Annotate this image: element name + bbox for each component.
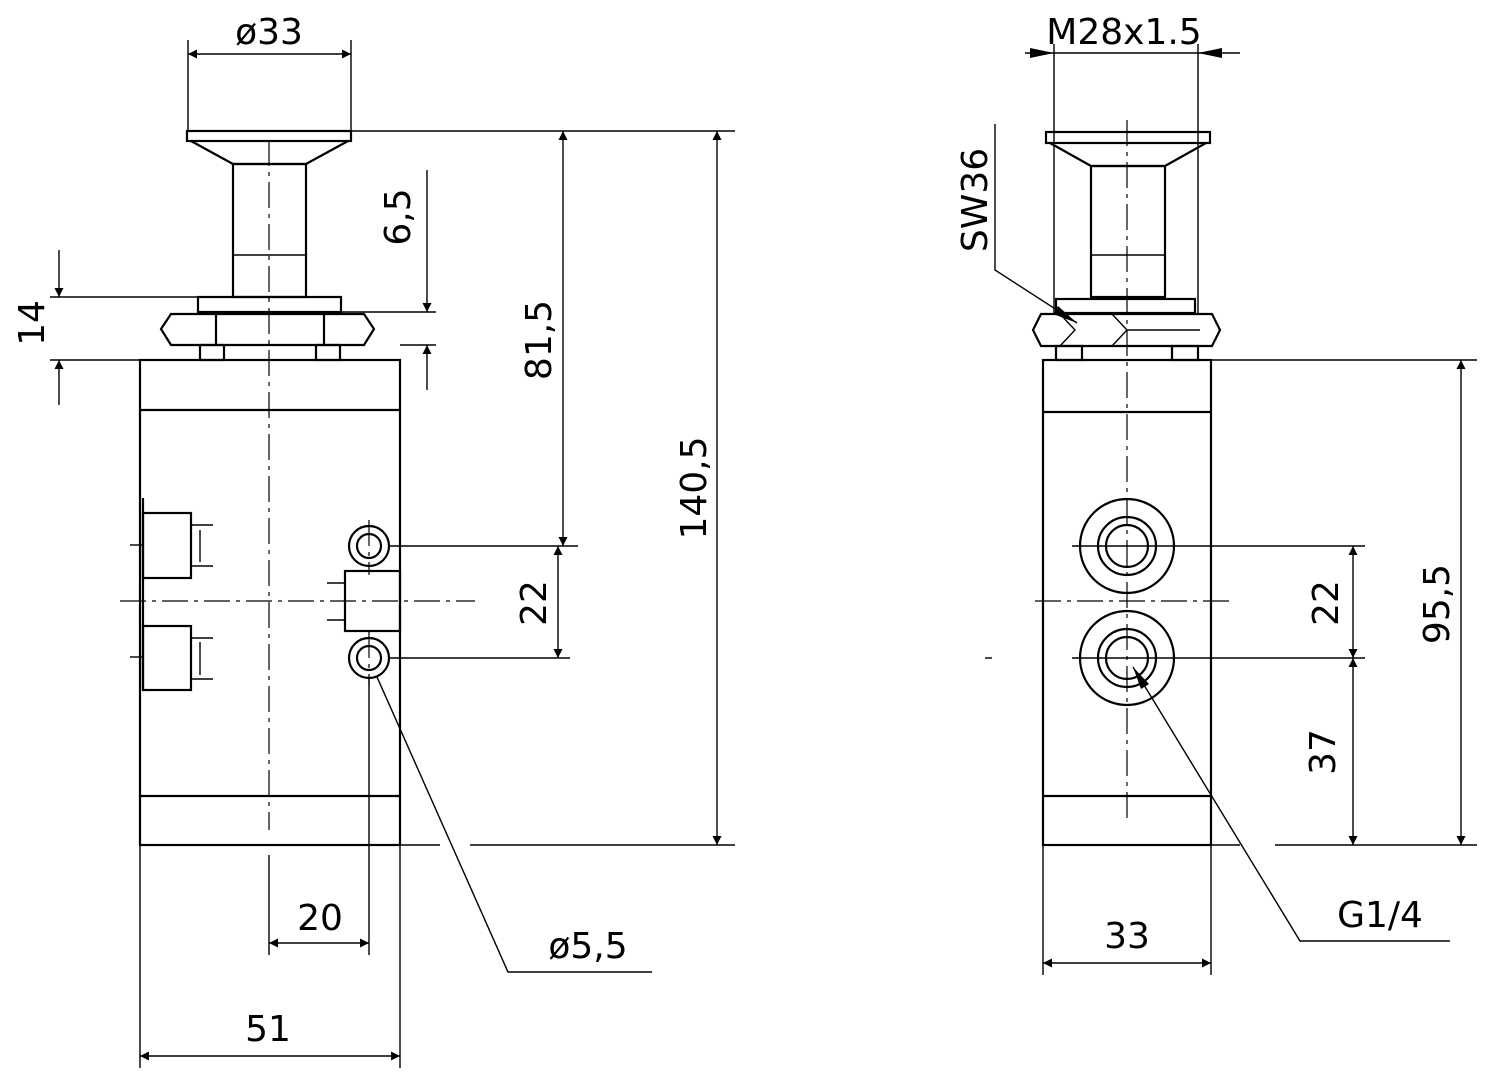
side-view: M28x1.5 SW36 22 37 95,5 G1/4 [955,12,1477,975]
side-hex-nut [1031,297,1222,362]
dim-port-spacing: 22 [389,546,570,659]
hole-diameter-label: ø5,5 [548,926,627,967]
dim-side-body-width: 33 [1042,845,1212,975]
side-push-button [1044,130,1212,299]
wrench-size-label: SW36 [955,148,996,252]
side-port-spacing-label: 22 [1306,580,1347,626]
dim-side-port-spacing: 22 [1306,546,1358,658]
port-height-label: 37 [1303,729,1344,775]
dim-overall-height: 140,5 [400,131,735,846]
front-view: ø33 14 6,5 81,5 140,5 [12,12,735,1068]
nut-height-label: 14 [12,300,53,346]
mount-offset-label: 20 [297,898,343,939]
side-center-lines [985,120,1365,820]
dim-body-width: 51 [139,845,401,1068]
valve-body [138,358,402,847]
stroke-label: 6,5 [378,188,419,245]
center-lines [120,140,475,830]
hex-nut [159,295,376,362]
cap-diameter-label: ø33 [235,12,303,53]
dim-cap-diameter: ø33 [187,12,352,131]
dim-mount-offset: 20 [268,678,370,955]
dim-stroke: 6,5 [341,170,436,390]
side-body-width-label: 33 [1104,916,1150,957]
dim-thread: M28x1.5 [1025,12,1240,314]
dim-port-thread: G1/4 [1132,666,1450,942]
dim-wrench-size: SW36 [955,124,1078,324]
overall-height-label: 140,5 [674,436,715,539]
body-height-label: 95,5 [1417,564,1458,644]
dim-hole-diameter: ø5,5 [376,676,652,973]
cap-to-port-label: 81,5 [519,300,560,380]
thread-label: M28x1.5 [1046,12,1201,53]
dim-port-height: 37 [1303,658,1358,845]
body-width-label: 51 [245,1009,291,1050]
port-thread-label: G1/4 [1337,895,1423,936]
dim-nut-height: 14 [12,250,200,405]
dim-body-height: 95,5 [1211,359,1477,846]
dim-cap-to-port: 81,5 [351,130,735,547]
front-port-spacing-label: 22 [514,580,555,626]
